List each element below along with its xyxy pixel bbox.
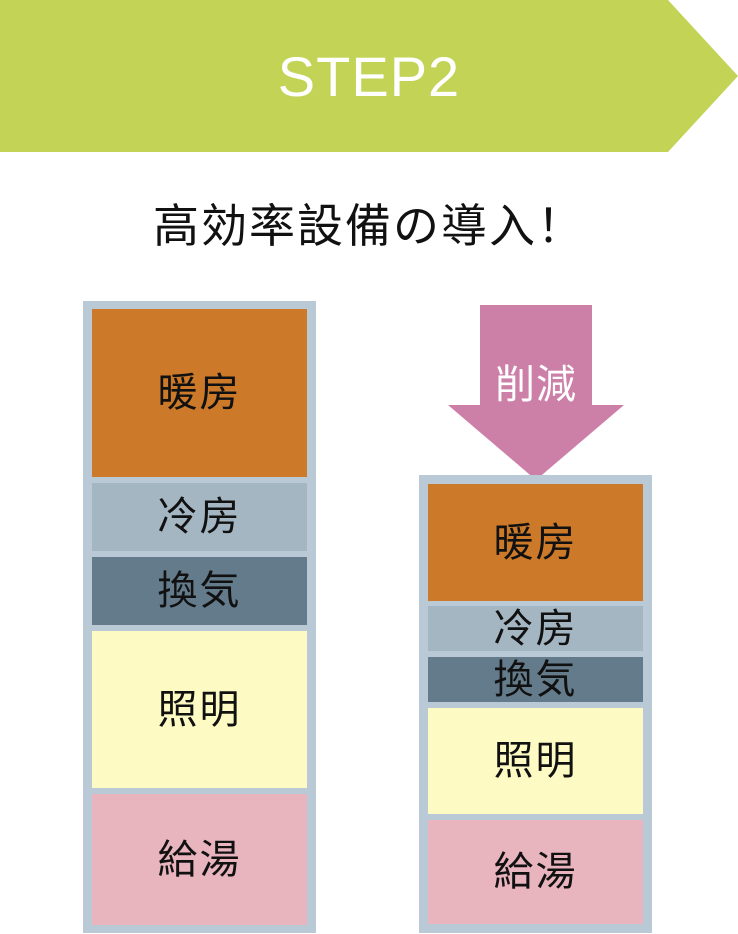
before-lighting-label: 照明 [157,686,242,733]
after-ventilation-label: 換気 [493,656,578,703]
before-hot-water-block: 給湯 [92,794,307,925]
after-cooling-block: 冷房 [428,606,643,651]
after-lighting-label: 照明 [493,738,578,784]
after-lighting-block: 照明 [428,708,643,814]
before-cooling-block: 冷房 [92,483,307,551]
after-cooling-label: 冷房 [493,605,578,652]
after-ventilation-block: 換気 [428,657,643,702]
banner-arrow-shape [0,0,738,152]
before-cooling-label: 冷房 [157,494,242,540]
before-ventilation-block: 換気 [92,557,307,625]
before-lighting-block: 照明 [92,631,307,788]
reduction-arrow-polygon [448,305,624,480]
before-heating-label: 暖房 [157,370,242,416]
after-stack: 暖房 冷房 換気 照明 給湯 [419,475,652,933]
headline: 高効率設備の導入！ [153,199,585,253]
reduction-arrow-icon [448,305,624,480]
after-heating-label: 暖房 [493,519,578,566]
reduction-label: 削減 [495,362,577,408]
after-heating-block: 暖房 [428,484,643,601]
step-label: STEP2 [277,44,461,108]
banner-polygon [0,0,738,152]
after-hot-water-block: 給湯 [428,820,643,924]
before-hot-water-label: 給湯 [157,836,242,883]
after-hot-water-label: 給湯 [493,849,578,895]
step-banner [0,0,738,152]
before-stack: 暖房 冷房 換気 照明 給湯 [83,301,316,933]
before-heating-block: 暖房 [92,309,307,477]
before-ventilation-label: 換気 [157,568,242,614]
